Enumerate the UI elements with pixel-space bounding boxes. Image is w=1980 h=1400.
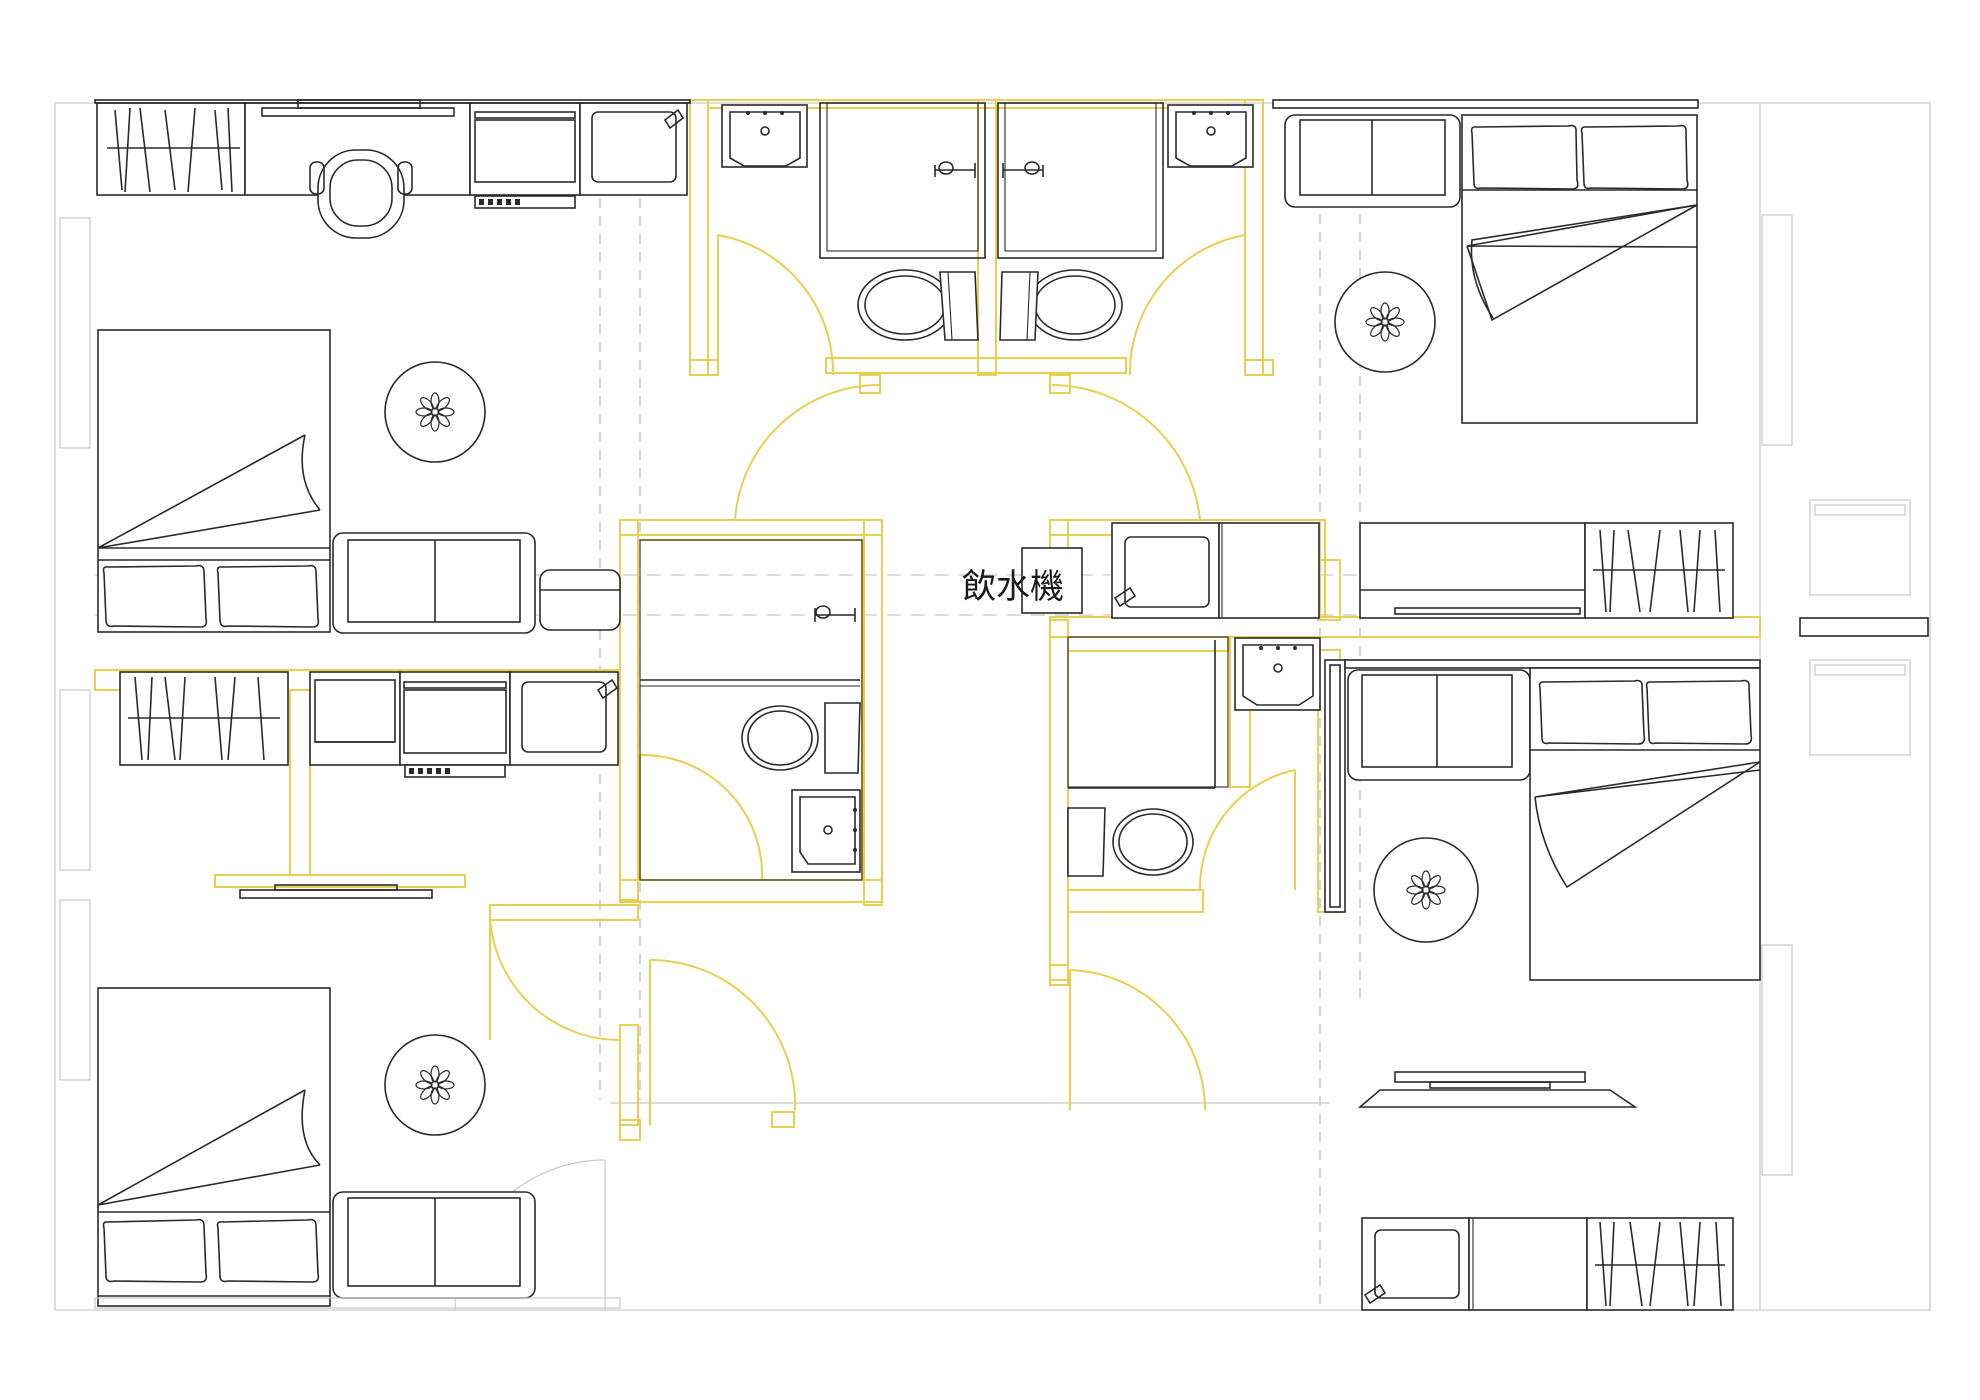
right-middle-furniture — [1344, 659, 1761, 981]
flower-table-icon — [1373, 837, 1479, 943]
basin-icon — [721, 104, 808, 168]
chair-icon — [309, 149, 413, 239]
washing-machine-icon — [309, 671, 401, 766]
water-dispenser-label: 飲水機 — [962, 567, 1064, 607]
water-dispenser: 飲水機 — [962, 547, 1083, 614]
sofa-icon — [1347, 669, 1531, 781]
basin-icon — [1167, 104, 1254, 168]
wardrobe-icon — [1586, 1217, 1734, 1311]
toilet-icon — [1067, 807, 1194, 877]
toilet-icon — [857, 269, 979, 341]
sofa-icon — [332, 1191, 536, 1299]
top-right-furniture — [1272, 99, 1699, 424]
toilet-icon — [741, 702, 861, 774]
right-lower-furniture — [1357, 1071, 1734, 1311]
flower-table-icon — [1334, 271, 1436, 373]
tv-icon — [1357, 1071, 1638, 1108]
bed-icon — [1461, 114, 1698, 424]
top-left-furniture — [94, 99, 691, 239]
left-middle-furniture — [119, 671, 619, 899]
sink-icon — [1361, 1217, 1470, 1311]
door-swing-icon — [717, 234, 835, 376]
sink-icon — [579, 102, 688, 196]
left-upper-furniture — [97, 329, 621, 634]
left-lower-furniture — [94, 987, 621, 1309]
washing-machine-icon — [1809, 659, 1911, 756]
tv-icon — [239, 889, 433, 899]
basin-icon — [1234, 637, 1321, 711]
sink-icon — [509, 671, 619, 766]
right-bathroom — [1067, 636, 1346, 913]
bed-icon — [97, 987, 331, 1307]
central-bathroom — [639, 539, 863, 881]
flower-table-icon — [384, 1034, 486, 1136]
sofa-icon — [1284, 114, 1461, 208]
top-bathrooms — [721, 102, 1254, 341]
flower-table-icon — [384, 361, 486, 463]
sofa-icon — [332, 532, 536, 634]
basin-icon — [791, 789, 861, 873]
bed-icon — [97, 329, 331, 633]
door-swings — [454, 234, 1296, 1311]
bed-icon — [1529, 667, 1761, 981]
toilet-icon — [999, 269, 1123, 341]
washing-machine-icon — [1809, 499, 1911, 596]
right-center-furniture — [1111, 499, 1929, 756]
